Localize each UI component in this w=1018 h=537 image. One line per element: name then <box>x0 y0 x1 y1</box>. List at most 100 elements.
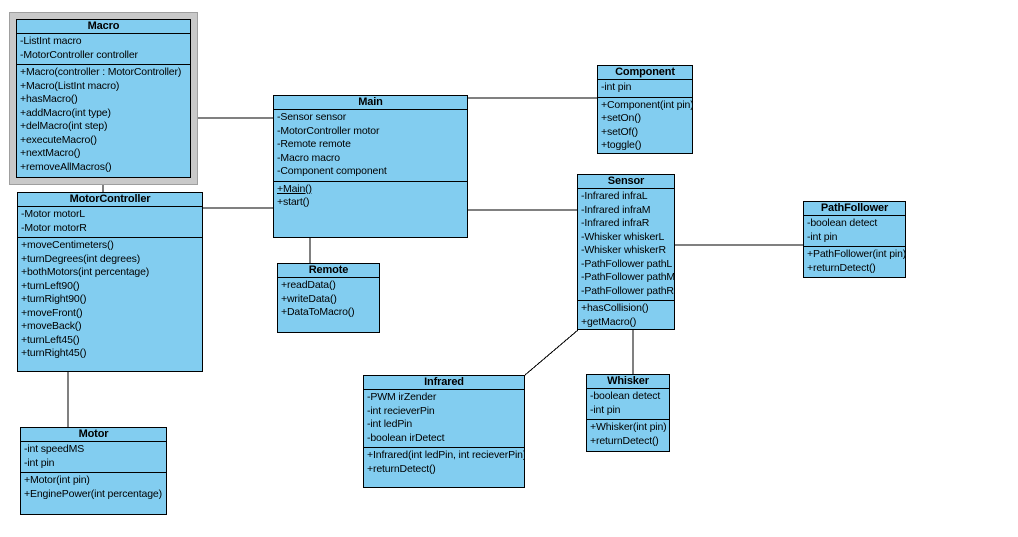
attribute-row: -Motor motorL <box>21 208 85 220</box>
class-title-component: Component <box>598 66 692 80</box>
methods-compartment: +Component(int pin)+setOn()+setOf()+togg… <box>598 98 692 154</box>
class-title-macro: Macro <box>17 20 190 34</box>
attributes-compartment: -int pin <box>598 80 692 98</box>
method-row: +getMacro() <box>581 315 637 328</box>
class-box-motor[interactable]: Motor-int speedMS-int pin+Motor(int pin)… <box>20 427 167 515</box>
attribute-row: -Macro macro <box>277 151 340 164</box>
connector-sensor-infrared[interactable] <box>524 329 579 376</box>
methods-compartment: +Motor(int pin)+EnginePower(int percenta… <box>21 473 166 503</box>
method-row: +bothMotors(int percentage) <box>21 266 150 278</box>
attribute-row: -boolean irDetect <box>367 431 445 444</box>
attribute-row: -int recieverPin <box>367 404 435 417</box>
method-row: +start() <box>277 196 310 208</box>
attributes-compartment: -Infrared infraL-Infrared infraM-Infrare… <box>578 189 674 301</box>
attribute-row: -Motor motorR <box>21 221 87 234</box>
methods-compartment: +readData()+writeData()+DataToMacro() <box>278 278 379 322</box>
class-title-infrared: Infrared <box>364 376 524 390</box>
method-row: +Whisker(int pin) <box>590 421 667 433</box>
attribute-row: -ListInt macro <box>20 35 82 47</box>
method-row: +toggle() <box>601 139 642 151</box>
attributes-compartment: -boolean detect-int pin <box>804 216 905 247</box>
method-row: +PathFollower(int pin) <box>807 248 905 260</box>
method-row: +delMacro(int step) <box>20 120 108 132</box>
attribute-row: -Sensor sensor <box>277 111 347 123</box>
method-row: +turnLeft90() <box>21 279 80 292</box>
method-row: +turnRight45() <box>21 347 87 359</box>
method-row: +executeMacro() <box>20 133 97 146</box>
attribute-row: -Infrared infraR <box>581 217 650 229</box>
method-row: +setOn() <box>601 112 641 124</box>
class-box-motorcontroller[interactable]: MotorController-Motor motorL-Motor motor… <box>17 192 203 372</box>
method-row: +EnginePower(int percentage) <box>24 487 162 500</box>
attribute-row: -MotorController motor <box>277 124 380 137</box>
attribute-row: -int pin <box>590 403 621 416</box>
method-row: +moveBack() <box>21 320 82 332</box>
class-box-component[interactable]: Component-int pin+Component(int pin)+set… <box>597 65 693 154</box>
method-row: +hasCollision() <box>581 302 649 314</box>
attribute-row: -Component component <box>277 165 387 177</box>
attributes-compartment: -Motor motorL-Motor motorR <box>18 207 202 238</box>
attribute-row: -Infrared infraL <box>581 190 648 202</box>
method-row: +turnDegrees(int degrees) <box>21 252 141 265</box>
class-title-sensor: Sensor <box>578 175 674 189</box>
method-row: +Macro(ListInt macro) <box>20 79 120 92</box>
class-title-motor: Motor <box>21 428 166 442</box>
method-row: +turnLeft45() <box>21 333 80 346</box>
methods-compartment: +hasCollision()+getMacro() <box>578 301 674 329</box>
attribute-row: -Infrared infraM <box>581 203 651 216</box>
attribute-row: -boolean detect <box>590 390 661 402</box>
method-row: +returnDetect() <box>590 434 659 447</box>
class-box-sensor[interactable]: Sensor-Infrared infraL-Infrared infraM-I… <box>577 174 675 330</box>
methods-compartment: +PathFollower(int pin)+returnDetect() <box>804 247 905 277</box>
methods-compartment: +Infrared(int ledPin, int recieverPin)+r… <box>364 448 524 478</box>
method-row: +nextMacro() <box>20 147 81 159</box>
method-row: +Main() <box>277 182 312 195</box>
method-row: +readData() <box>281 279 336 291</box>
methods-compartment: +moveCentimeters()+turnDegrees(int degre… <box>18 238 202 363</box>
class-box-remote[interactable]: Remote+readData()+writeData()+DataToMacr… <box>277 263 380 333</box>
method-row: +writeData() <box>281 292 337 305</box>
methods-compartment: +Whisker(int pin)+returnDetect() <box>587 420 669 450</box>
attribute-row: -PathFollower pathL <box>581 257 673 270</box>
attribute-row: -Remote remote <box>277 138 351 150</box>
attribute-row: -PWM irZender <box>367 391 437 403</box>
method-row: +DataToMacro() <box>281 306 355 318</box>
methods-compartment: +Macro(controller : MotorController)+Mac… <box>17 65 190 176</box>
class-title-pathfollower: PathFollower <box>804 202 905 216</box>
attribute-row: -PathFollower pathR <box>581 284 674 297</box>
class-title-whisker: Whisker <box>587 375 669 389</box>
attribute-row: -PathFollower pathM <box>581 271 674 283</box>
method-row: +returnDetect() <box>807 261 876 274</box>
attribute-row: -int pin <box>807 230 838 243</box>
class-box-macro[interactable]: Macro-ListInt macro-MotorController cont… <box>16 19 191 178</box>
method-row: +setOf() <box>601 125 639 138</box>
method-row: +Motor(int pin) <box>24 474 90 486</box>
class-box-pathfollower[interactable]: PathFollower-boolean detect-int pin+Path… <box>803 201 906 278</box>
method-row: +moveFront() <box>21 306 83 319</box>
methods-compartment: +Main()+start() <box>274 182 467 212</box>
class-box-infrared[interactable]: Infrared-PWM irZender-int recieverPin-in… <box>363 375 525 488</box>
attribute-row: -int pin <box>24 456 55 469</box>
attribute-row: -MotorController controller <box>20 48 138 61</box>
attributes-compartment: -PWM irZender-int recieverPin-int ledPin… <box>364 390 524 448</box>
method-row: +Component(int pin) <box>601 98 692 111</box>
class-title-motorcontroller: MotorController <box>18 193 202 207</box>
attribute-row: -boolean detect <box>807 217 878 229</box>
class-title-remote: Remote <box>278 264 379 278</box>
method-row: +addMacro(int type) <box>20 106 111 119</box>
attributes-compartment: -Sensor sensor-MotorController motor-Rem… <box>274 110 467 182</box>
attribute-row: -int ledPin <box>367 418 413 430</box>
attributes-compartment: -boolean detect-int pin <box>587 389 669 420</box>
method-row: +removeAllMacros() <box>20 160 112 173</box>
method-row: +Macro(controller : MotorController) <box>20 66 182 78</box>
attribute-row: -int speedMS <box>24 443 85 455</box>
class-box-whisker[interactable]: Whisker-boolean detect-int pin+Whisker(i… <box>586 374 670 452</box>
class-title-main: Main <box>274 96 467 110</box>
class-box-main[interactable]: Main-Sensor sensor-MotorController motor… <box>273 95 468 238</box>
attribute-row: -int pin <box>601 81 632 93</box>
method-row: +turnRight90() <box>21 293 87 305</box>
method-row: +Infrared(int ledPin, int recieverPin) <box>367 449 524 461</box>
attributes-compartment: -int speedMS-int pin <box>21 442 166 473</box>
